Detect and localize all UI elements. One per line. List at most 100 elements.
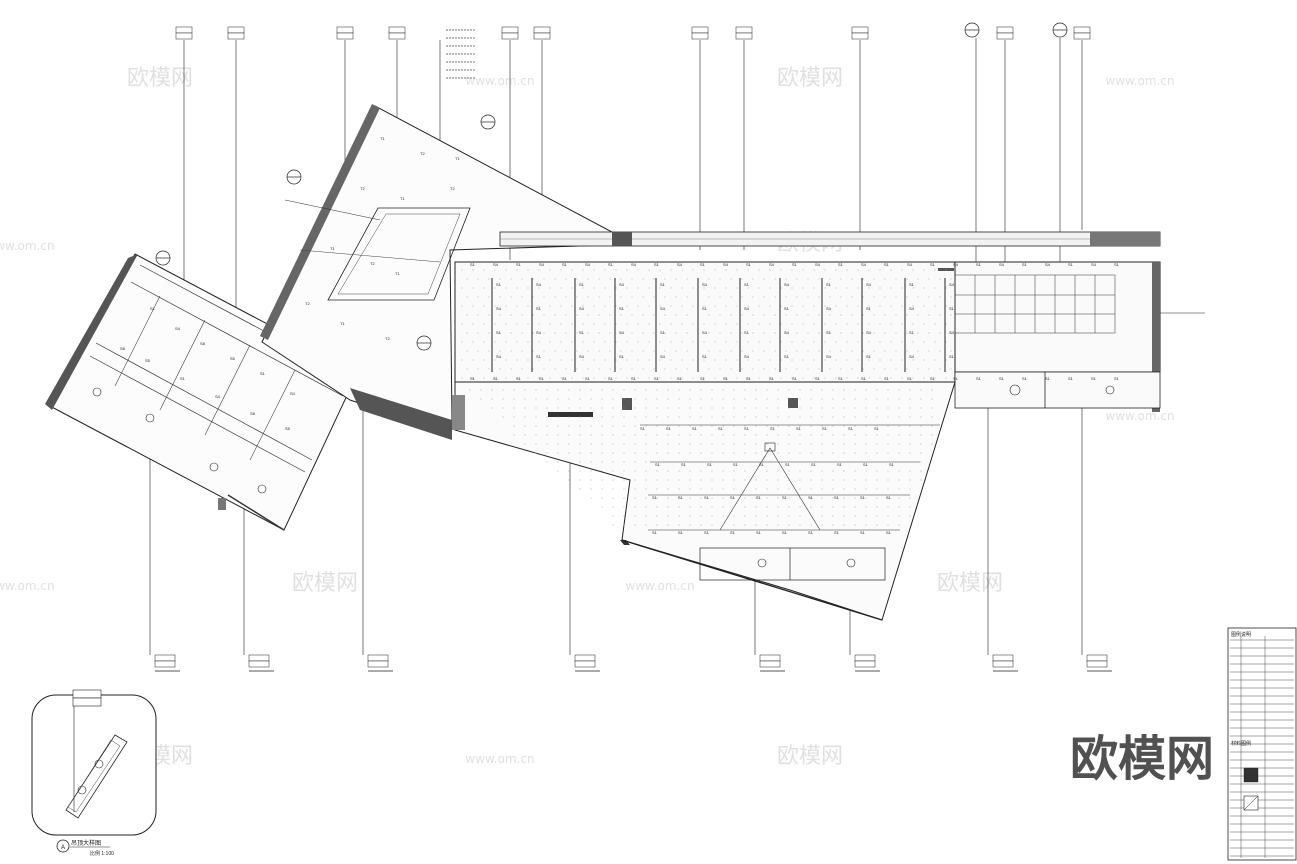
hatch-dot <box>645 398 647 400</box>
hatch-dot <box>810 389 812 391</box>
hatch-dot <box>598 314 600 316</box>
hatch-dot <box>483 269 485 271</box>
hatch-dot <box>741 278 743 280</box>
hatch-dot <box>898 434 900 436</box>
hatch-dot <box>747 341 749 343</box>
hatch-dot <box>832 443 834 445</box>
hatch-dot <box>824 323 826 325</box>
hatch-dot <box>810 425 812 427</box>
hatch-dot <box>824 359 826 361</box>
section-mark: S4 <box>677 262 683 267</box>
hatch-dot <box>722 452 724 454</box>
hatch-dot <box>744 443 746 445</box>
hatch-dot <box>634 407 636 409</box>
hatch-dot <box>571 305 573 307</box>
hatch-dot <box>461 323 463 325</box>
section-mark: S1 <box>660 330 666 335</box>
hatch-dot <box>678 452 680 454</box>
hatch-dot <box>920 425 922 427</box>
hatch-dot <box>876 524 878 526</box>
hatch-dot <box>865 461 867 463</box>
hatch-dot <box>612 416 614 418</box>
detail-tag <box>1086 654 1108 662</box>
hatch-dot <box>675 350 677 352</box>
hatch-dot <box>755 398 757 400</box>
hatch-dot <box>807 314 809 316</box>
hatch-dot <box>766 434 768 436</box>
hatch-dot <box>670 269 672 271</box>
detail-tag <box>691 32 709 40</box>
hatch-dot <box>752 368 754 370</box>
hatch-dot <box>626 287 628 289</box>
hatch-dot <box>920 461 922 463</box>
hatch-dot <box>939 350 941 352</box>
section-mark: S1 <box>681 462 687 467</box>
hatch-dot <box>634 389 636 391</box>
hatch-dot <box>744 407 746 409</box>
section-mark: S1 <box>1068 376 1074 381</box>
hatch-dot <box>656 443 658 445</box>
hatch-dot <box>593 341 595 343</box>
hatch-dot <box>700 443 702 445</box>
hatch-dot <box>626 305 628 307</box>
hatch-dot <box>824 341 826 343</box>
hatch-dot <box>912 341 914 343</box>
hatch-dot <box>744 461 746 463</box>
hatch-dot <box>901 377 903 379</box>
section-mark: S1 <box>704 530 710 535</box>
hatch-dot <box>488 296 490 298</box>
hatch-dot <box>546 398 548 400</box>
hatch-dot <box>821 407 823 409</box>
hatch-dot <box>494 323 496 325</box>
hatch-dot <box>538 377 540 379</box>
hatch-dot <box>945 377 947 379</box>
hatch-dot <box>865 506 867 508</box>
section-mark: S4 <box>953 262 959 267</box>
hatch-dot <box>656 479 658 481</box>
hatch-dot <box>898 488 900 490</box>
section-mark: S1 <box>1022 376 1028 381</box>
hatch-dot <box>722 398 724 400</box>
hatch-dot <box>755 416 757 418</box>
hatch-dot <box>472 287 474 289</box>
hatch-dot <box>554 314 556 316</box>
hatch-dot <box>769 323 771 325</box>
section-mark: S4 <box>909 306 915 311</box>
hatch-dot <box>722 407 724 409</box>
hatch-dot <box>700 461 702 463</box>
hatch-dot <box>532 278 534 280</box>
hatch-dot <box>741 350 743 352</box>
hatch-dot <box>601 461 603 463</box>
hatch-dot <box>832 461 834 463</box>
hatch-dot <box>521 368 523 370</box>
hatch-dot <box>637 269 639 271</box>
section-mark: S1 <box>769 376 775 381</box>
hatch-dot <box>945 323 947 325</box>
section-mark: S1 <box>838 262 844 267</box>
hatch-dot <box>659 377 661 379</box>
hatch-dot <box>609 350 611 352</box>
hatch-dot <box>934 305 936 307</box>
hatch-dot <box>909 506 911 508</box>
hatch-dot <box>854 389 856 391</box>
hatch-dot <box>799 488 801 490</box>
section-mark: T2 <box>305 301 310 306</box>
hatch-dot <box>898 443 900 445</box>
hatch-dot <box>477 350 479 352</box>
hatch-dot <box>513 434 515 436</box>
hatch-dot <box>656 461 658 463</box>
hatch-dot <box>527 305 529 307</box>
hatch-dot <box>601 479 603 481</box>
section-mark: S1 <box>999 376 1005 381</box>
hatch-dot <box>711 497 713 499</box>
hatch-dot <box>582 305 584 307</box>
hatch-dot <box>747 269 749 271</box>
section-mark: S1 <box>700 262 706 267</box>
section-mark: S1 <box>652 495 658 500</box>
hatch-dot <box>612 425 614 427</box>
hatch-dot <box>557 398 559 400</box>
section-mark: S1 <box>536 306 542 311</box>
hatch-dot <box>670 341 672 343</box>
section-mark: S1 <box>782 495 788 500</box>
hatch-dot <box>744 398 746 400</box>
